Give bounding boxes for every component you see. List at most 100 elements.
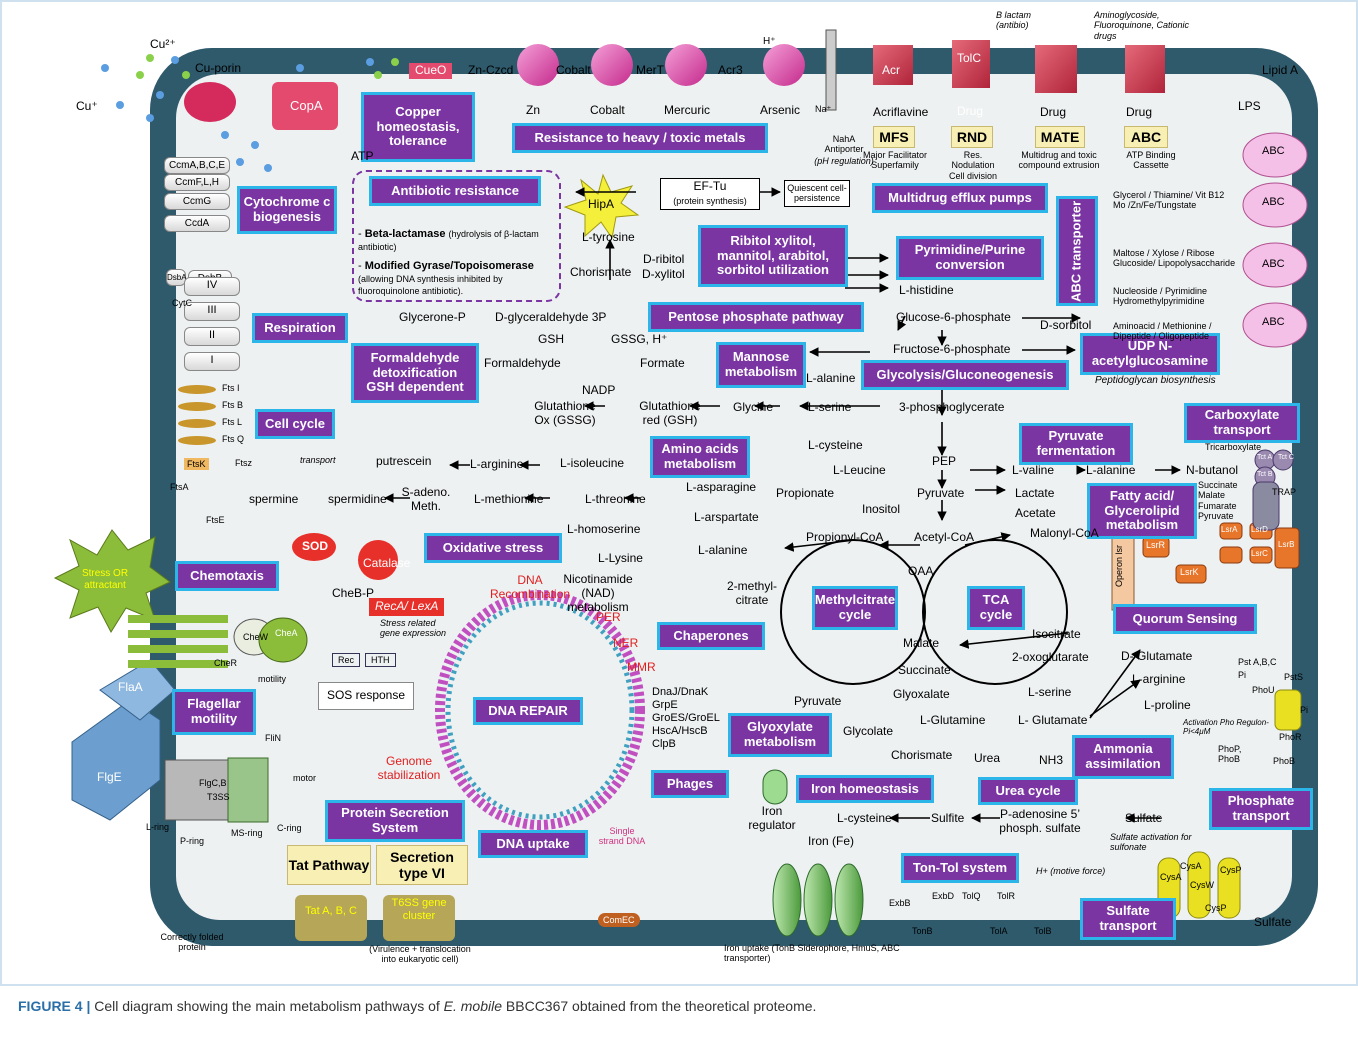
m-lcysteine2: L-cysteine	[837, 811, 892, 825]
m-pyruvate: Pyruvate	[917, 486, 965, 500]
label-chemotaxis: Chemotaxis	[175, 561, 279, 591]
ftsk: FtsK	[184, 458, 209, 471]
drug-3: Drug	[1126, 105, 1153, 119]
iron-uptake-channels	[762, 769, 864, 937]
metal-cobalt: Cobalt	[590, 103, 625, 117]
m-genome: Genome stabilization	[377, 754, 441, 782]
m-larginine2: L-arginine	[1132, 672, 1186, 686]
label-tca: TCA cycle	[967, 586, 1025, 630]
label-protein-secretion: Protein Secretion System	[325, 800, 465, 842]
m-formate: Formate	[640, 356, 685, 370]
pump-abc-desc: ATP Binding Cassette	[1126, 150, 1176, 171]
resp-complex: IV	[184, 277, 240, 296]
label-abc-transporter: ABC transporter	[1056, 196, 1098, 306]
m-psts: PstS	[1284, 672, 1304, 682]
tat-abc-shape	[295, 895, 367, 941]
m-pyruvate2: Pyruvate	[794, 694, 842, 708]
cu-porin: Cu-porin	[195, 61, 242, 75]
m-putrescein: putrescein	[376, 454, 432, 468]
cytc: CytC	[172, 298, 192, 308]
m-motility: motility	[258, 674, 287, 684]
t6ss-shape	[383, 895, 455, 941]
label-urea: Urea cycle	[978, 777, 1078, 805]
label-heavy-metals: Resistance to heavy / toxic metals	[512, 123, 768, 153]
label-formaldehyde: Formaldehyde detoxification GSH dependen…	[351, 343, 479, 403]
ccm-item: CcmG	[164, 193, 230, 210]
m-glut-ox: Glutathione Ox (GSSG)	[534, 399, 596, 427]
m-pring: P-ring	[180, 836, 205, 846]
m-t3ss: T3SS	[207, 792, 230, 802]
m-larspartate: L-arspartate	[694, 510, 759, 524]
antibiotic-box	[352, 170, 561, 302]
m-lisoleucine: L-isoleucine	[560, 456, 625, 470]
label-quorum: Quorum Sensing	[1113, 604, 1257, 634]
chaperone-item: ClpB	[652, 738, 676, 750]
tat-abc: Tat A, B, C	[305, 905, 357, 917]
m-iron-reg: Iron regulator	[748, 804, 796, 832]
m-catalase: Catalase	[363, 556, 411, 570]
m-isocitrate: Isocitrate	[1032, 627, 1081, 641]
m-hmotive: H+ (motive force)	[1036, 866, 1106, 876]
m-glycine: Glycine	[733, 400, 774, 414]
ccm-item: CcmF,L,H	[164, 174, 230, 191]
m-operon: Operon lsr	[1114, 545, 1124, 588]
resp-complex: I	[184, 352, 240, 371]
m-nad: Nicotinamide (NAD) metabolism	[563, 572, 633, 614]
label-phosphate: Phosphate transport	[1209, 788, 1313, 830]
label-multidrug: Multidrug efflux pumps	[872, 183, 1048, 213]
m-pi: Pi	[1238, 670, 1247, 680]
m-phor: PhoR	[1279, 732, 1302, 742]
m-cysp2: CysP	[1205, 903, 1227, 913]
m-per: PER	[596, 610, 621, 624]
metal-arsenic: Arsenic	[760, 103, 801, 117]
label-antibiotic: Antibiotic resistance	[369, 176, 541, 206]
m-chew: CheW	[243, 632, 269, 642]
m-motor: motor	[293, 773, 317, 783]
t6ss-note: (Virulence + translocation into eukaryot…	[369, 944, 471, 965]
m-lsrr: LsrR	[1146, 540, 1166, 550]
ftse: FtsE	[206, 515, 225, 525]
catalase-shape	[358, 540, 398, 580]
secretion-type-vi: Secretion type VI	[376, 845, 468, 885]
m-msring: MS-ring	[231, 828, 263, 838]
m-hth: HTH	[365, 653, 396, 668]
metal-acr3: Acr3	[718, 63, 743, 77]
m-lhistidine: L-histidine	[899, 283, 954, 297]
m-propionate: Propionate	[776, 486, 835, 500]
m-methylcitrate: 2-methyl- citrate	[726, 579, 777, 607]
fts-shape	[178, 419, 216, 428]
m-pg3: 3-phosphoglycerate	[899, 400, 1005, 414]
m-ner: NER	[613, 636, 639, 650]
resp-complex: III	[184, 302, 240, 321]
label-phages: Phages	[651, 770, 729, 798]
m-gsh: GSH	[538, 332, 565, 346]
m-sod: SOD	[302, 539, 329, 553]
m-lactate: Lactate	[1015, 486, 1055, 500]
label-amino-acids: Amino acids metabolism	[650, 436, 750, 478]
ccm-item: CcmA,B,C,E	[164, 157, 230, 174]
m-mmr: MMR	[627, 660, 656, 674]
m-peptido: Peptidoglycan biosynthesis	[1095, 375, 1216, 386]
m-lasparagine: L-asparagine	[686, 480, 757, 494]
m-lserine: L-serine	[808, 400, 852, 414]
m-glycolate: Glycolate	[843, 724, 894, 738]
m-cysa2: CysA	[1160, 872, 1182, 882]
m-dribitol: D-ribitol	[643, 252, 685, 266]
m-lmethionine: L-methionine	[474, 492, 544, 506]
m-tolq: TolQ	[962, 891, 981, 901]
tct-trap-shapes	[1252, 449, 1294, 531]
m-dxylitol: D-xylitol	[642, 267, 685, 281]
m-dnarec: DNA Recombination	[490, 573, 571, 601]
label-ammonia: Ammonia assimilation	[1072, 735, 1174, 779]
m-malate: Malate	[903, 636, 940, 650]
m-trap: TRAP	[1272, 487, 1297, 497]
m-chea: CheA	[275, 628, 298, 638]
m-tola: TolA	[990, 926, 1008, 936]
antibiotic-item-2: - Modified Gyrase/Topoisomerase (allowin…	[358, 260, 534, 297]
m-pi2: Pi	[1300, 705, 1309, 715]
m-larginine: L-arginine	[470, 457, 524, 471]
quiescent: Quiescent cell- persistence	[784, 180, 850, 207]
m-tctc: Tct C	[1278, 454, 1294, 461]
m-spermidine: spermidine	[328, 492, 387, 506]
label-dna-repair: DNA REPAIR	[473, 697, 583, 725]
